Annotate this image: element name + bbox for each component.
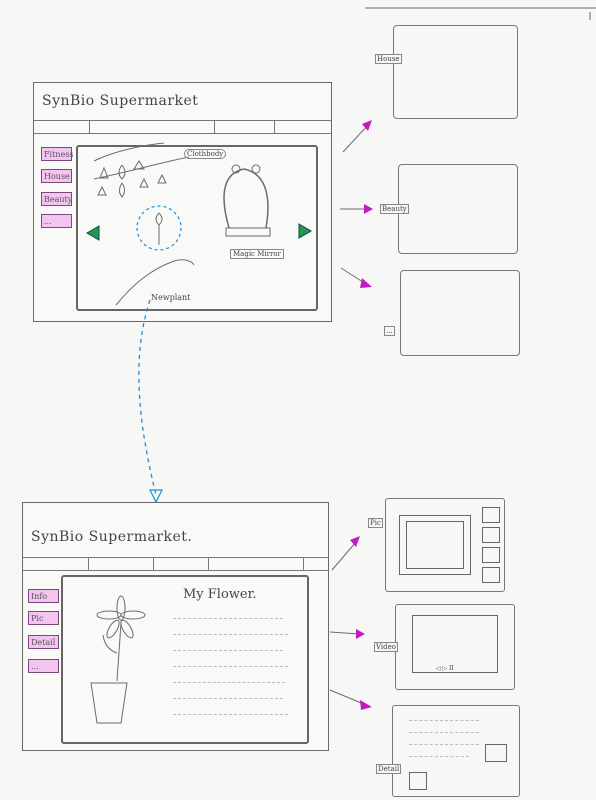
flower-sketch: [90, 595, 146, 724]
sidebar-item-detail[interactable]: Detail: [28, 635, 59, 649]
bottom-app-window: SynBio Supermarket. Info Pic Detail ... …: [22, 502, 329, 751]
preview-video[interactable]: ◁ ▷ II: [395, 604, 515, 690]
tab-pic[interactable]: Pic: [368, 518, 383, 528]
sidebar-item-more-bottom[interactable]: ...: [28, 659, 59, 673]
sidebar-item-fitness[interactable]: Fitness: [41, 147, 73, 161]
bottom-content-frame: [61, 575, 309, 744]
label-clothbody: Clothbody: [184, 149, 227, 159]
top-content-frame: [76, 145, 318, 311]
bottom-app-title: SynBio Supermarket.: [31, 529, 193, 545]
sidebar-item-beauty[interactable]: Beauty: [41, 192, 72, 206]
sidebar-item-more[interactable]: ...: [41, 214, 72, 228]
video-controls[interactable]: ◁ ▷ II: [436, 665, 454, 672]
tab-beauty[interactable]: Beauty: [380, 204, 409, 214]
preview-beauty[interactable]: [398, 164, 518, 254]
flower-heading: My Flower.: [183, 587, 257, 602]
prev-arrow-icon[interactable]: [86, 225, 100, 241]
label-magic-mirror: Magic Mirror: [230, 249, 284, 259]
bottom-tab-bar: [23, 557, 328, 571]
top-app-title: SynBio Supermarket: [42, 93, 199, 109]
sidebar-item-info[interactable]: Info: [28, 589, 59, 603]
preview-house[interactable]: [393, 25, 518, 119]
preview-pic[interactable]: [385, 498, 505, 592]
top-app-window: SynBio Supermarket Fitness House Beauty …: [33, 82, 332, 322]
top-tab-bar: [34, 120, 331, 134]
tab-video[interactable]: Video: [374, 642, 399, 652]
label-newplant: Newplant: [151, 293, 191, 302]
tab-detail[interactable]: Detail: [376, 764, 402, 774]
tab-more[interactable]: ...: [384, 326, 395, 336]
tab-house[interactable]: House: [375, 54, 402, 64]
top-product-sketch: [93, 142, 271, 306]
sidebar-item-house[interactable]: House: [41, 169, 72, 183]
sidebar-item-pic[interactable]: Pic: [28, 611, 59, 625]
preview-more[interactable]: [400, 270, 520, 356]
preview-detail[interactable]: [392, 705, 520, 797]
next-arrow-icon[interactable]: [298, 223, 312, 239]
